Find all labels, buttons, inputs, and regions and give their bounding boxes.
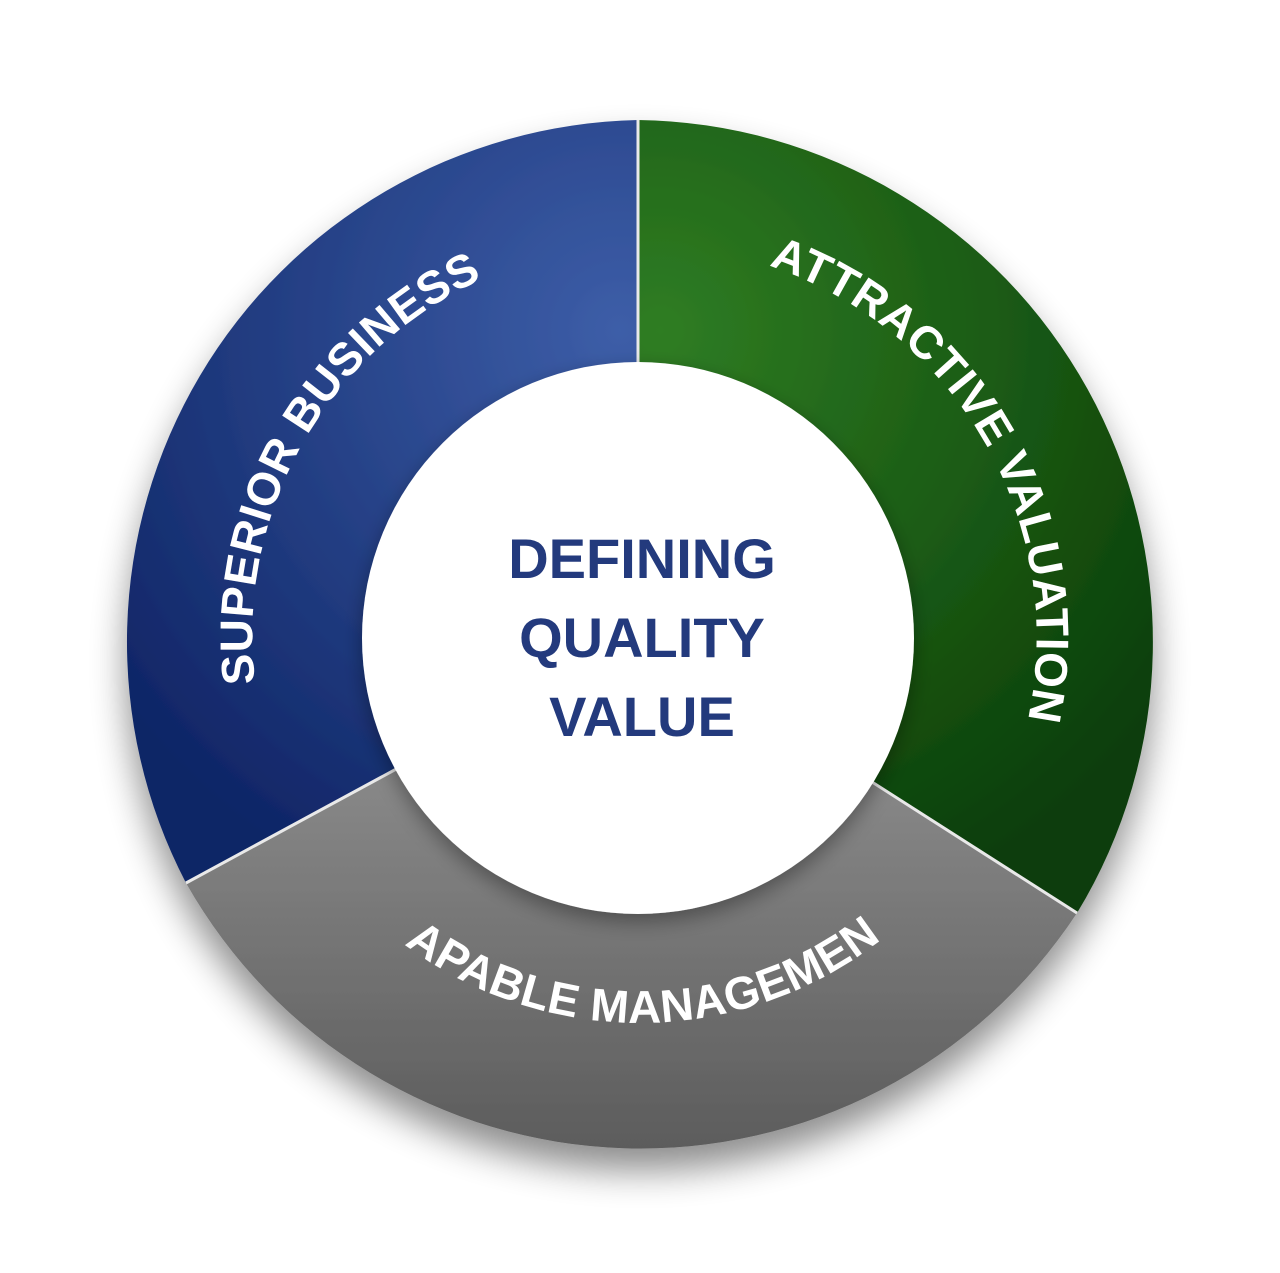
ring [126, 120, 1153, 1149]
divider-right [871, 780, 1078, 915]
center-line-2: QUALITY [519, 606, 765, 669]
segment-attractive-valuation [638, 120, 1153, 913]
segment-superior-business [126, 120, 638, 883]
segment-dividers [185, 120, 1078, 915]
center-title: DEFINING QUALITY VALUE [508, 527, 776, 748]
center-line-3: VALUE [549, 685, 735, 748]
center-circle [362, 362, 914, 914]
segment-capable-management [186, 767, 1077, 1149]
center-line-1: DEFINING [508, 527, 776, 590]
divider-left [185, 765, 401, 885]
